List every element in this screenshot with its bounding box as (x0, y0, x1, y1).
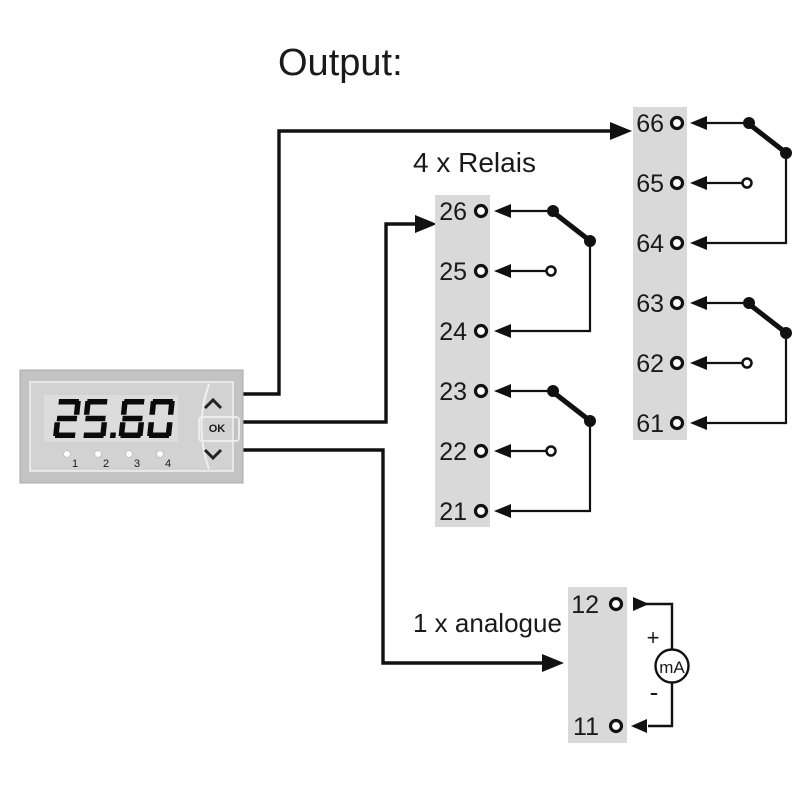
device-buttons: OK (198, 383, 240, 470)
arrow-right-icon (610, 122, 632, 140)
terminal-block-a-body (435, 195, 490, 527)
down-button[interactable] (203, 448, 223, 461)
terminal-screw-65 (669, 175, 685, 191)
terminal-screw-22 (473, 443, 489, 459)
terminal-block-a: 26 25 24 23 22 21 (435, 195, 596, 527)
wire-up-to-66 (243, 129, 611, 396)
chevron-up-icon (203, 397, 223, 410)
terminal-screw-62 (669, 355, 685, 371)
arrow-right-icon (542, 654, 564, 672)
terminal-label-64: 64 (636, 230, 664, 258)
terminal-label-21: 21 (439, 498, 467, 526)
terminal-screw-23 (473, 383, 489, 399)
terminal-label-62: 62 (636, 350, 664, 378)
ok-button-label: OK (209, 423, 226, 435)
terminal-label-66: 66 (636, 110, 664, 138)
meter-minus-label: - (650, 677, 659, 707)
arrow-left-icon (631, 719, 647, 733)
terminal-screw-26 (473, 203, 489, 219)
led-label-4: 4 (165, 458, 171, 470)
terminal-label-22: 22 (439, 438, 467, 466)
terminal-label-25: 25 (439, 258, 467, 286)
terminal-screw-11 (608, 718, 624, 734)
analogue-section-label: 1 x analogue (413, 608, 562, 638)
ok-button[interactable]: OK (198, 416, 240, 442)
led-3 (125, 450, 133, 458)
led-2 (94, 450, 102, 458)
terminal-label-11: 11 (573, 713, 599, 741)
terminal-label-61: 61 (636, 410, 664, 438)
terminal-screw-21 (473, 503, 489, 519)
terminal-label-63: 63 (636, 290, 664, 318)
lcd-display-value (53, 399, 175, 438)
relay-contact-symbol (494, 204, 596, 338)
terminal-label-65: 65 (636, 170, 664, 198)
terminal-screw-25 (473, 263, 489, 279)
terminal-label-12: 12 (571, 591, 599, 619)
terminal-block-b: 66 65 64 63 62 61 (633, 107, 792, 440)
ma-meter-dial (654, 648, 690, 684)
terminal-label-26: 26 (439, 198, 467, 226)
relay-contact-symbol (690, 296, 792, 430)
button-divider-arc (200, 383, 210, 470)
page-title: Output: (278, 42, 403, 84)
terminal-label-24: 24 (439, 318, 467, 346)
relay-contact-symbol (494, 384, 596, 518)
led-label-2: 2 (103, 458, 109, 470)
terminal-screw-63 (669, 295, 685, 311)
terminal-screw-66 (669, 115, 685, 131)
ma-meter-label: mA (659, 658, 685, 677)
wire-down-to-analogue (243, 448, 543, 665)
meter-plus-label: + (647, 625, 660, 650)
panel-meter-device: 1 2 3 4 OK (19, 369, 244, 484)
ma-meter-circuit: mA + - (631, 597, 690, 733)
terminal-block-analogue-body (568, 587, 627, 743)
led-label-3: 3 (134, 458, 140, 470)
ok-button-outline (198, 416, 240, 442)
output-wires (243, 122, 632, 672)
status-leds: 1 2 3 4 (63, 450, 171, 470)
arrow-right-icon (415, 215, 437, 233)
chevron-down-icon (203, 448, 223, 461)
terminal-screw-64 (669, 235, 685, 251)
wire-ok-to-26 (243, 222, 416, 424)
led-4 (156, 450, 164, 458)
up-button[interactable] (203, 397, 223, 410)
terminal-label-23: 23 (439, 378, 467, 406)
led-1 (63, 450, 71, 458)
meter-loop-top (646, 602, 674, 650)
arrow-right-icon (633, 597, 649, 611)
terminal-block-analogue: 12 11 (568, 587, 627, 743)
led-label-1: 1 (72, 458, 78, 470)
terminal-screw-61 (669, 415, 685, 431)
terminal-screw-24 (473, 323, 489, 339)
meter-loop-bottom (648, 683, 674, 728)
terminal-block-b-body (633, 107, 687, 440)
terminal-screw-12 (608, 596, 624, 612)
relay-contact-symbol (690, 116, 792, 250)
relay-section-label: 4 x Relais (413, 147, 536, 178)
